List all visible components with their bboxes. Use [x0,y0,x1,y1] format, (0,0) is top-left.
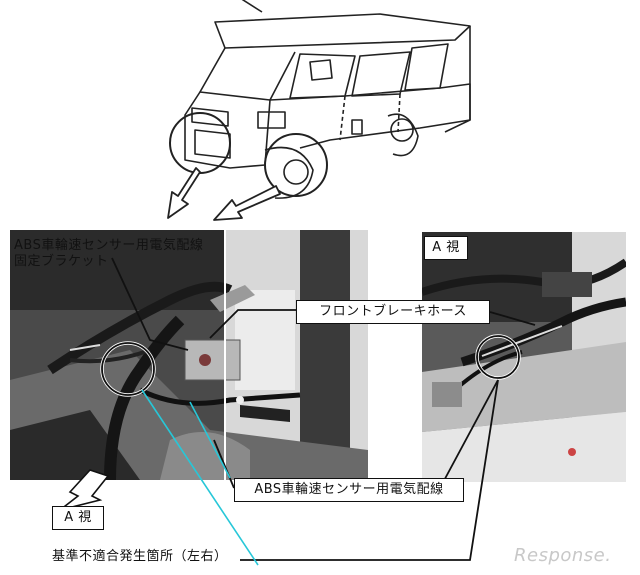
abs-bracket-label-line1: ABS車輪速センサー用電気配線 [14,238,204,253]
left-photo [10,230,368,480]
abs-wiring-label: ABS車輪速センサー用電気配線 [234,478,464,502]
right-photo-scene [422,232,626,482]
abs-bracket-label-line2: 固定ブラケット [14,254,109,269]
response-watermark: Response. [514,545,612,566]
right-photo [422,232,626,482]
view-a-bottom-label: A 視 [52,506,104,530]
front-brake-hose-label: フロントブレーキホース [296,300,490,324]
view-a-top-label: A 視 [424,236,468,260]
left-photo-scene [10,230,368,480]
nonconformity-location-label: 基準不適合発生箇所（左右） [52,549,228,564]
